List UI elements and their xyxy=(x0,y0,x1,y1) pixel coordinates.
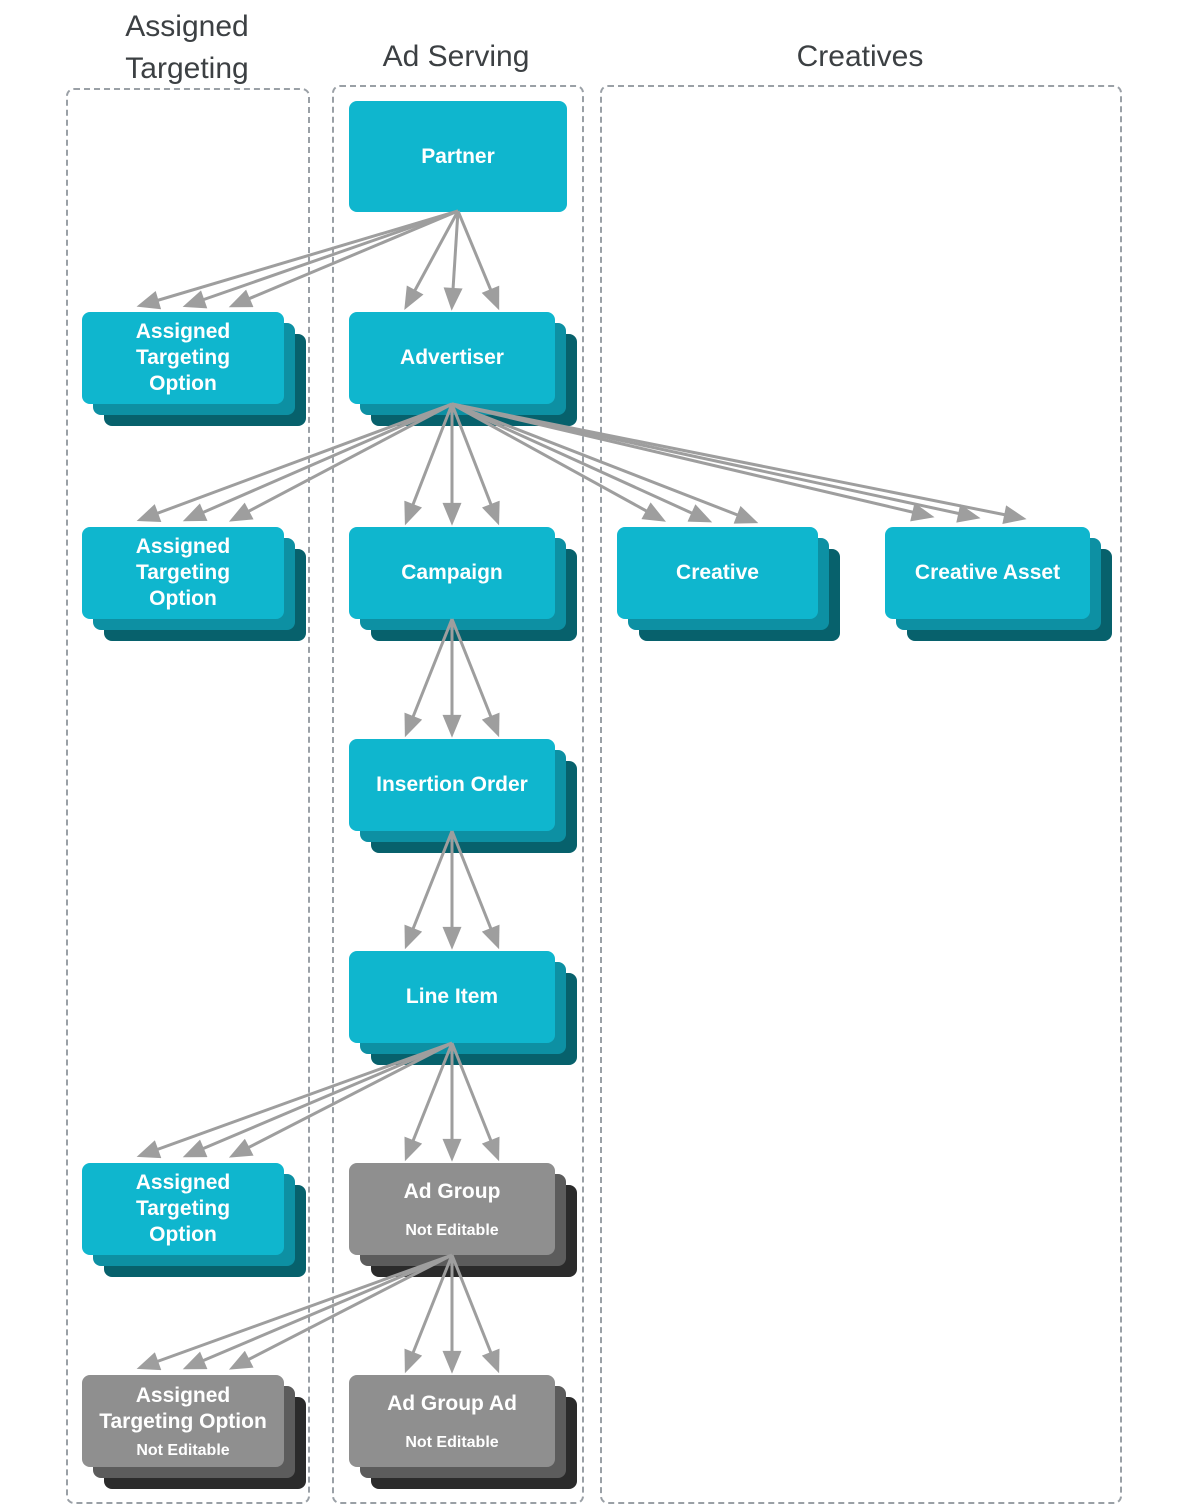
node-ad-group-ad-label: Ad Group Ad xyxy=(387,1391,517,1415)
node-ato-line-item-label: Assigned Targeting Option xyxy=(135,1171,231,1246)
panel-assigned-targeting xyxy=(66,88,310,1504)
node-assigned-targeting-option-ad-group: Assigned Targeting Option Not Editable xyxy=(82,1375,284,1467)
title-creatives: Creatives xyxy=(796,40,924,73)
node-creative-asset-label: Creative Asset xyxy=(914,561,1061,584)
node-creative-label: Creative xyxy=(676,561,759,584)
node-partner: Partner xyxy=(349,101,567,212)
node-ad-group-label: Ad Group xyxy=(403,1179,501,1203)
title-assigned-targeting: Assigned Targeting xyxy=(125,10,249,85)
node-ad-group-sublabel: Not Editable xyxy=(405,1221,499,1239)
node-ato-ad-group-sublabel: Not Editable xyxy=(136,1441,230,1459)
title-ad-serving: Ad Serving xyxy=(382,40,530,73)
node-line-item: Line Item xyxy=(349,951,555,1043)
node-ad-group-ad-sublabel: Not Editable xyxy=(405,1433,499,1451)
node-ad-group-ad: Ad Group Ad Not Editable xyxy=(349,1375,555,1467)
node-partner-label: Partner xyxy=(421,144,495,168)
node-advertiser-label: Advertiser xyxy=(400,346,504,369)
node-creative: Creative xyxy=(617,527,818,619)
panel-creatives xyxy=(600,85,1122,1504)
node-insertion-order: Insertion Order xyxy=(349,739,555,831)
node-assigned-targeting-option-advertiser: Assigned Targeting Option xyxy=(82,527,284,619)
node-ato-advertiser-label: Assigned Targeting Option xyxy=(135,535,231,610)
node-advertiser: Advertiser xyxy=(349,312,555,404)
node-ad-group: Ad Group Not Editable xyxy=(349,1163,555,1255)
node-campaign: Campaign xyxy=(349,527,555,619)
node-ato-ad-group-label: Assigned Targeting Option xyxy=(99,1383,267,1433)
node-insertion-order-label: Insertion Order xyxy=(376,773,528,796)
node-assigned-targeting-option-line-item: Assigned Targeting Option xyxy=(82,1163,284,1255)
panel-ad-serving xyxy=(332,85,584,1504)
node-line-item-label: Line Item xyxy=(405,985,499,1008)
node-ato-partner-label: Assigned Targeting Option xyxy=(135,320,231,395)
node-campaign-label: Campaign xyxy=(401,561,503,584)
node-creative-asset: Creative Asset xyxy=(885,527,1090,619)
node-assigned-targeting-option-partner: Assigned Targeting Option xyxy=(82,312,284,404)
